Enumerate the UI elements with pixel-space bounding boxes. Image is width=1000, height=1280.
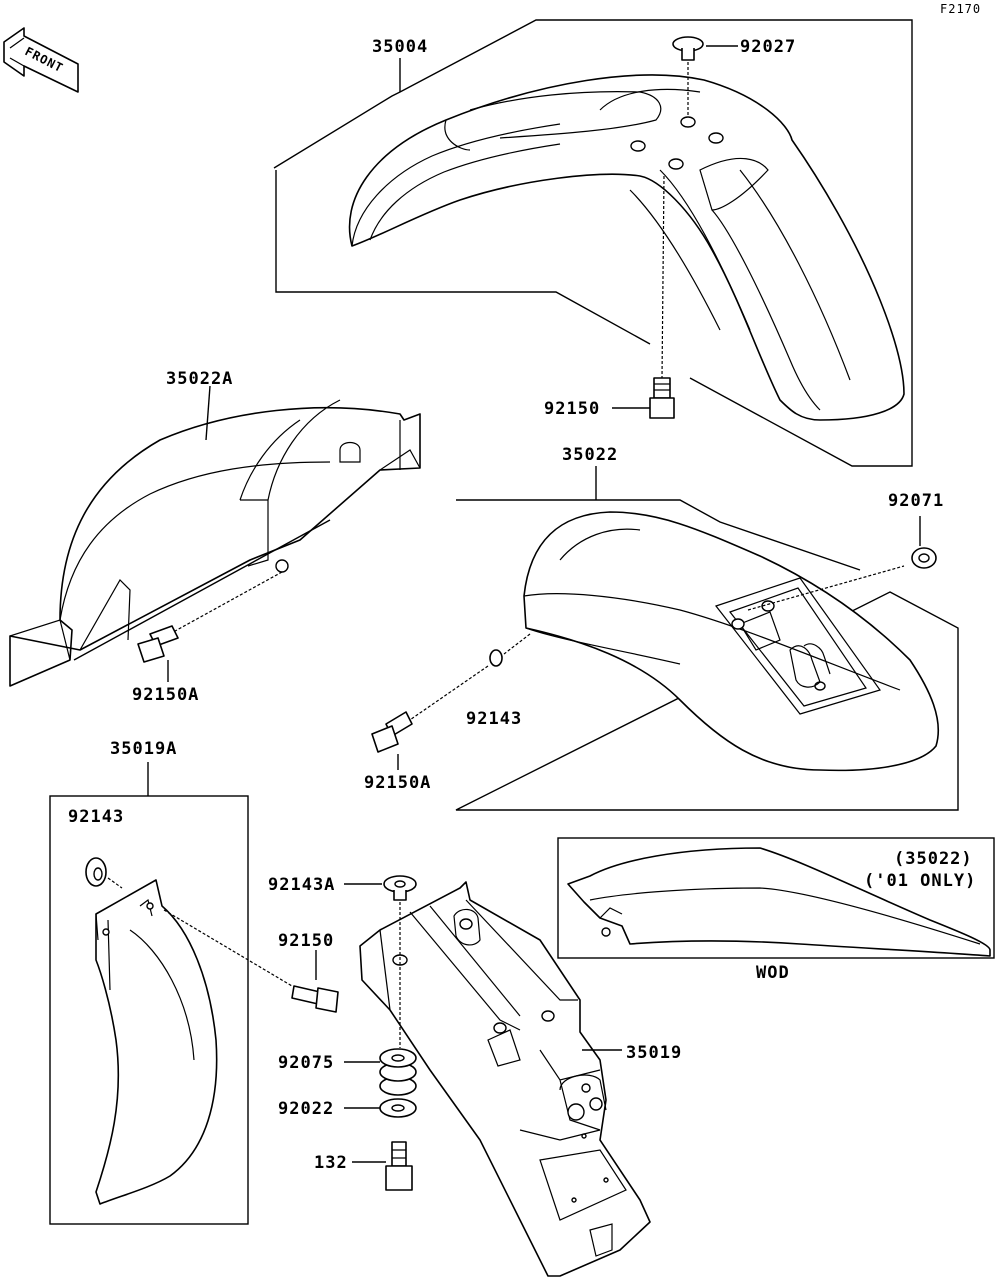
label-92143-mid: 92143 [466, 709, 522, 729]
rear-fender-bracket-35019 [359, 881, 651, 1277]
label-35022A: 35022A [166, 369, 233, 389]
part-92027-grommet [672, 36, 704, 61]
label-35019: 35019 [626, 1043, 682, 1063]
label-92022: 92022 [278, 1099, 334, 1119]
label-92143A: 92143A [268, 875, 335, 895]
part-92150-bolt-bottom [291, 985, 339, 1013]
label-92071: 92071 [888, 491, 944, 511]
label-92150A-left: 92150A [132, 685, 199, 705]
mud-guard-group: 35022A 92150A [9, 369, 421, 705]
front-fender-35004 [348, 74, 905, 421]
label-92027: 92027 [740, 37, 796, 57]
front-fender-group: 35004 92027 92150 [273, 19, 913, 467]
front-arrow-icon: FRONT [3, 27, 79, 93]
label-92075: 92075 [278, 1053, 334, 1073]
label-inset-note: ('01 ONLY) [864, 871, 976, 891]
part-92143A-collar [383, 875, 417, 901]
rear-fender-outline-frame [455, 499, 959, 811]
side-guard-group: 35019A 92143 [49, 739, 293, 1225]
bracket-group: 35019 92143A 92150 92075 [268, 875, 682, 1277]
rear-fender-35022-wod [567, 847, 991, 957]
label-35019A: 35019A [110, 739, 177, 759]
label-92150-bottom: 92150 [278, 931, 334, 951]
part-92150A-bolt-mid [371, 711, 413, 753]
part-92143-washer-mid [489, 649, 503, 667]
wod-inset-frame [557, 837, 995, 959]
front-fender-outline-frame [273, 19, 913, 467]
part-92022-washer [379, 1098, 417, 1118]
label-inset-ref: (35022) [894, 849, 973, 869]
part-92071-nut [911, 547, 937, 569]
label-92150-top: 92150 [544, 399, 600, 419]
rear-fender-35022 [523, 511, 940, 772]
part-92075-damper [379, 1048, 417, 1096]
label-35022: 35022 [562, 445, 618, 465]
label-92150A-mid: 92150A [364, 773, 431, 793]
rear-fender-group: 35022 92071 92143 [364, 445, 959, 811]
label-35004: 35004 [372, 37, 428, 57]
side-guard-35019A [95, 879, 218, 1205]
mud-guard-35022A [9, 399, 421, 687]
label-132: 132 [314, 1153, 348, 1173]
figure-id: F2170 [940, 2, 981, 16]
part-132-bolt [385, 1141, 413, 1191]
part-92150-bolt-top [649, 377, 675, 419]
label-inset-caption: WOD [756, 963, 790, 983]
wod-inset-group: (35022) ('01 ONLY) WOD [557, 837, 995, 983]
side-guard-frame [49, 795, 249, 1225]
part-92150A-bolt-left [137, 625, 179, 663]
part-92143-washer-left [85, 857, 107, 887]
label-92143-left: 92143 [68, 807, 124, 827]
